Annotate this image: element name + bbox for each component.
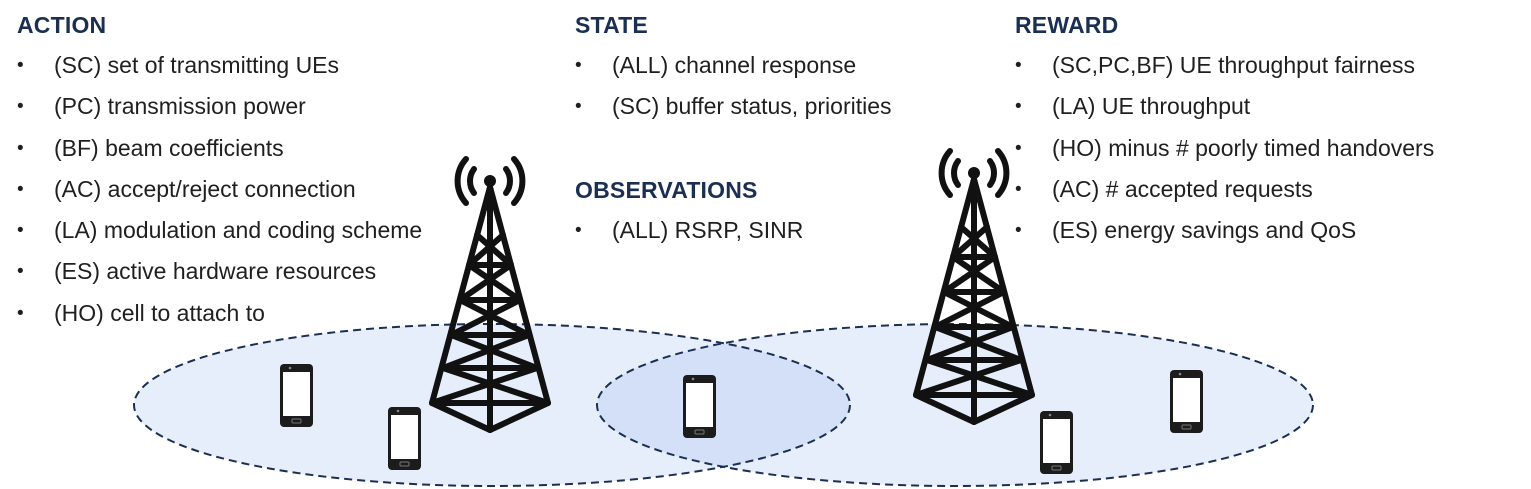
bullet-icon: •: [575, 96, 582, 118]
list-item: •(HO) minus # poorly timed handovers: [1015, 128, 1434, 169]
list-item: •(ES) energy savings and QoS: [1015, 210, 1434, 251]
list-item: •(ALL) channel response: [575, 45, 892, 86]
reward-heading: REWARD: [1015, 12, 1119, 38]
smartphone-icon: [683, 375, 716, 438]
bullet-icon: •: [17, 137, 24, 159]
bullet-icon: •: [17, 220, 24, 242]
action-heading: ACTION: [17, 12, 107, 38]
bullet-icon: •: [1015, 178, 1022, 200]
cell-overlap-region: [597, 324, 850, 486]
smartphone-icon: [1170, 370, 1203, 433]
cell-tower-icon: [913, 148, 1035, 425]
action-list: •(SC) set of transmitting UEs •(PC) tran…: [17, 45, 422, 334]
list-item: •(SC) buffer status, priorities: [575, 86, 892, 127]
state-heading: STATE: [575, 12, 648, 38]
bullet-icon: •: [1015, 137, 1022, 159]
bullet-icon: •: [17, 55, 24, 76]
bullet-icon: •: [17, 96, 24, 118]
cell-tower-icon: [429, 156, 551, 433]
list-item: •(HO) cell to attach to: [17, 293, 422, 334]
reward-list: •(SC,PC,BF) UE throughput fairness •(LA)…: [1015, 45, 1434, 251]
list-item: •(LA) UE throughput: [1015, 86, 1434, 127]
state-list: •(ALL) channel response •(SC) buffer sta…: [575, 45, 892, 128]
state-section: STATE •(ALL) channel response •(SC) buff…: [575, 12, 892, 128]
bullet-icon: •: [575, 55, 582, 76]
list-item: •(ALL) RSRP, SINR: [575, 210, 803, 251]
cell-border-right: [596, 323, 1314, 487]
action-section: ACTION •(SC) set of transmitting UEs •(P…: [17, 12, 422, 334]
list-item: •(SC,PC,BF) UE throughput fairness: [1015, 45, 1434, 86]
bullet-icon: •: [1015, 96, 1022, 118]
smartphone-icon: [280, 364, 313, 427]
bullet-icon: •: [17, 302, 24, 324]
bullet-icon: •: [1015, 220, 1022, 242]
observations-heading: OBSERVATIONS: [575, 177, 758, 203]
list-item: •(PC) transmission power: [17, 86, 422, 127]
observations-section: OBSERVATIONS •(ALL) RSRP, SINR: [575, 177, 803, 251]
list-item: •(SC) set of transmitting UEs: [17, 45, 422, 86]
bullet-icon: •: [17, 261, 24, 283]
list-item: •(LA) modulation and coding scheme: [17, 210, 422, 251]
list-item: •(AC) accept/reject connection: [17, 169, 422, 210]
smartphone-icon: [1040, 411, 1073, 474]
bullet-icon: •: [17, 178, 24, 200]
bullet-icon: •: [1015, 55, 1022, 76]
list-item: •(AC) # accepted requests: [1015, 169, 1434, 210]
observations-list: •(ALL) RSRP, SINR: [575, 210, 803, 251]
bullet-icon: •: [575, 220, 582, 241]
list-item: •(ES) active hardware resources: [17, 251, 422, 292]
list-item: •(BF) beam coefficients: [17, 128, 422, 169]
smartphone-icon: [388, 407, 421, 470]
cell-border-left: [133, 323, 851, 487]
reward-section: REWARD •(SC,PC,BF) UE throughput fairnes…: [1015, 12, 1434, 251]
